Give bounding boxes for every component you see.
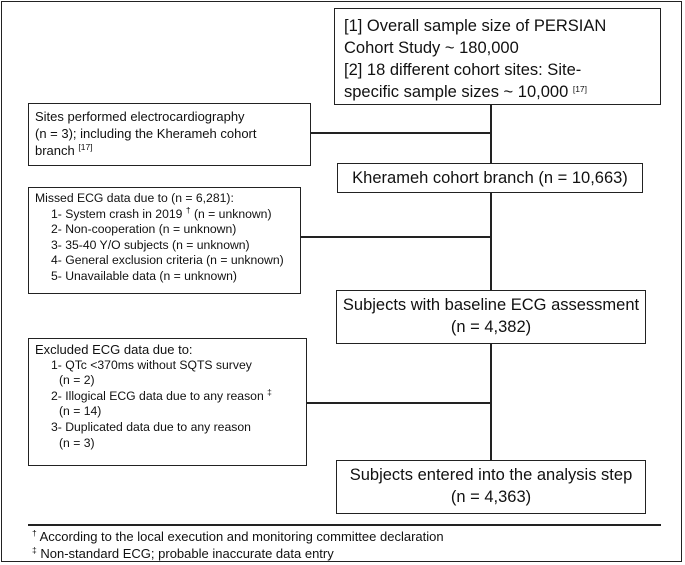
missed-item-3: 3- 35-40 Y/O subjects (n = unknown): [51, 237, 250, 252]
branch-to-sites: [310, 132, 491, 134]
missed-item-1-text: 1- System crash in 2019: [51, 206, 183, 221]
overall-sample-box: [1] Overall sample size of PERSIAN Cohor…: [334, 8, 661, 105]
footnote-double-dagger: ‡ Non-standard ECG; probable inaccurate …: [32, 545, 334, 562]
branch-to-excluded: [306, 402, 491, 404]
excluded-item-2: 2- Illogical ECG data due to any reason …: [35, 386, 306, 405]
overall-sample-line1: [1] Overall sample size of PERSIAN: [344, 17, 607, 35]
double-dagger-mark: ‡: [267, 386, 272, 397]
excluded-item-1-n: (n = 2): [59, 373, 95, 388]
reference-17: [17]: [572, 84, 588, 94]
baseline-line1: Subjects with baseline ECG assessment: [342, 296, 640, 314]
excluded-item-1: 1- QTc <370ms without SQTS survey: [51, 357, 252, 372]
footnote-double-dagger-text: Non-standard ECG; probable inaccurate da…: [40, 546, 334, 561]
footnote-dagger-text: According to the local execution and mon…: [39, 529, 444, 544]
analysis-line2: (n = 4,363): [450, 488, 532, 506]
baseline-line2: (n = 4,382): [450, 318, 532, 336]
trunk-top-to-kherameh: [490, 104, 492, 164]
footnote-double-dagger-mark: ‡: [32, 545, 37, 555]
cohort-sites-line2: specific sample sizes ~ 10,000 [17]: [344, 81, 660, 103]
analysis-line1: Subjects entered into the analysis step: [349, 466, 633, 484]
sites-line3: branch [17]: [35, 142, 310, 159]
missed-item-5: 5- Unavailable data (n = unknown): [51, 268, 237, 283]
excluded-title: Excluded ECG data due to:: [35, 342, 193, 357]
kherameh-cohort-text: Kherameh cohort branch (n = 10,663): [352, 169, 628, 187]
missed-item-1-n: (n = unknown): [193, 206, 272, 221]
overall-sample-line2: Cohort Study ~ 180,000: [344, 39, 519, 57]
missed-item-4: 4- General exclusion criteria (n = unkno…: [51, 253, 284, 268]
trunk-baseline-to-analysis: [490, 343, 492, 461]
footnote-separator: [28, 524, 661, 526]
missed-ecg-title: Missed ECG data due to (n = 6,281):: [35, 191, 234, 205]
excluded-item-3: 3- Duplicated data due to any reason: [51, 419, 251, 434]
analysis-step-box: Subjects entered into the analysis step …: [336, 460, 646, 514]
sites-line3-text: branch: [35, 143, 75, 158]
missed-ecg-box: Missed ECG data due to (n = 6,281): 1- S…: [28, 187, 301, 294]
missed-item-2: 2- Non-cooperation (n = unknown): [51, 222, 237, 237]
trunk-kherameh-to-baseline: [490, 192, 492, 292]
sites-ecg-box: Sites performed electrocardiography (n =…: [28, 103, 311, 166]
sites-line1: Sites performed electrocardiography: [35, 109, 245, 124]
excluded-item-3-n: (n = 3): [59, 435, 95, 450]
footnote-dagger-mark: †: [32, 528, 37, 538]
cohort-sites-line1: [2] 18 different cohort sites: Site-: [344, 61, 582, 79]
excluded-item-2-text: 2- Illogical ECG data due to any reason: [51, 388, 264, 403]
kherameh-cohort-box: Kherameh cohort branch (n = 10,663): [337, 163, 643, 193]
sites-line2: (n = 3); including the Kherameh cohort: [35, 126, 257, 141]
baseline-ecg-box: Subjects with baseline ECG assessment (n…: [336, 290, 646, 344]
excluded-ecg-box: Excluded ECG data due to: 1- QTc <370ms …: [28, 338, 307, 466]
missed-item-1: 1- System crash in 2019 † (n = unknown): [35, 204, 300, 223]
dagger-mark: †: [185, 204, 191, 215]
reference-17-sites: [17]: [78, 142, 93, 152]
cohort-sites-line2-text: specific sample sizes ~ 10,000: [344, 83, 569, 101]
footnote-dagger: † According to the local execution and m…: [32, 528, 444, 545]
excluded-item-2-n: (n = 14): [59, 404, 102, 419]
branch-to-missed: [300, 236, 491, 238]
